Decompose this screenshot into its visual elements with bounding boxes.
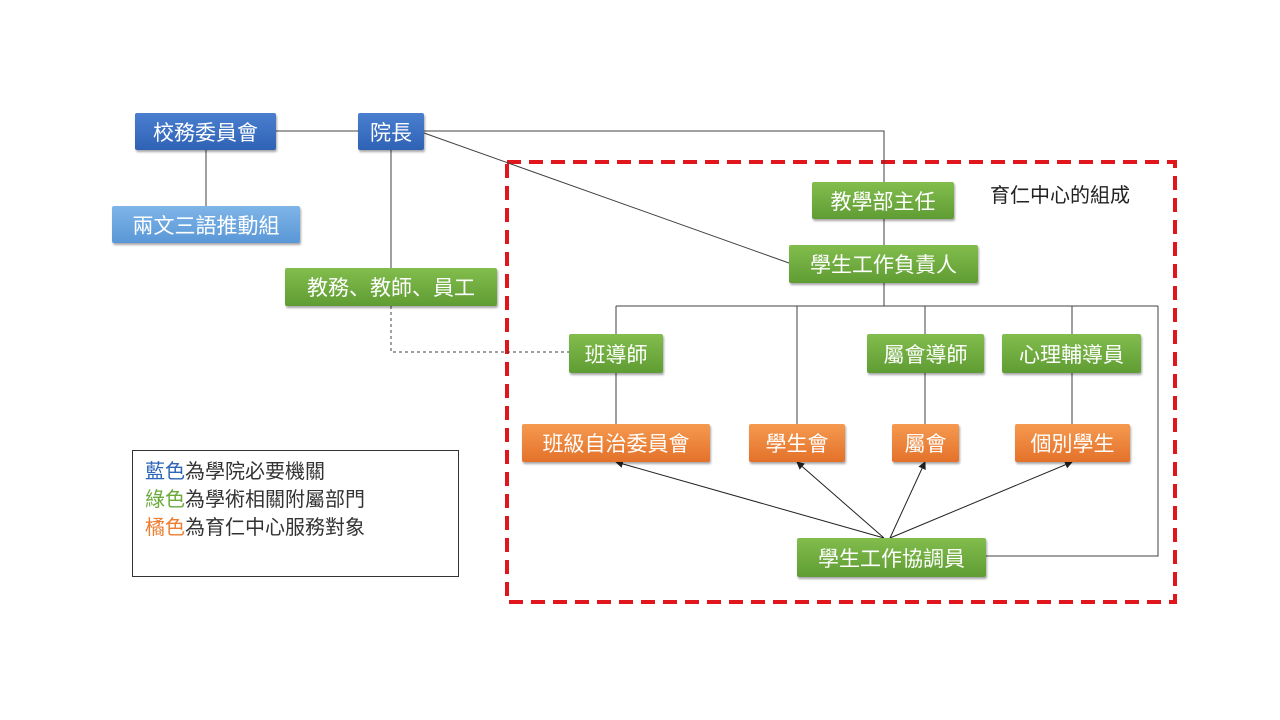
legend-text: 為學術相關附屬部門 [185, 487, 365, 511]
legend-text: 為學院必要機關 [185, 459, 325, 483]
node-class-committee: 班級自治委員會 [522, 424, 710, 462]
node-academic-head: 教學部主任 [812, 182, 954, 219]
node-counselor: 心理輔導員 [1002, 334, 1141, 373]
legend: 藍色為學院必要機關 綠色為學術相關附屬部門 橘色為育仁中心服務對象 [132, 450, 459, 577]
node-coordinator: 學生工作協調員 [797, 538, 986, 577]
node-individual-students: 個別學生 [1015, 424, 1130, 462]
arrow-to-individual-students [889, 461, 1073, 539]
node-class-teacher: 班導師 [569, 334, 663, 373]
line-dean-student-affairs-head [423, 132, 790, 264]
line-tree-coordinator [986, 306, 1159, 557]
legend-item-blue: 藍色為學院必要機關 [145, 457, 458, 485]
line-dean-academic-head [424, 130, 885, 182]
legend-item-green: 綠色為學術相關附屬部門 [145, 485, 458, 513]
line-staff-class-teacher-dashed [390, 306, 569, 353]
legend-color-word: 綠色 [145, 487, 185, 511]
node-bilingual-group: 兩文三語推動組 [112, 206, 300, 243]
legend-color-word: 藍色 [145, 459, 185, 483]
node-student-affairs-head: 學生工作負責人 [789, 245, 978, 283]
node-staff: 教務、教師、員工 [285, 268, 497, 306]
arrow-to-student-union [796, 461, 885, 539]
legend-item-orange: 橘色為育仁中心服務對象 [145, 513, 458, 541]
node-dean: 院長 [358, 113, 424, 150]
node-society-tutor: 屬會導師 [867, 334, 984, 373]
arrow-to-society [889, 461, 926, 539]
node-school-council: 校務委員會 [135, 113, 276, 150]
frame-title: 育仁中心的組成 [990, 183, 1130, 207]
node-student-union: 學生會 [749, 424, 845, 462]
legend-color-word: 橘色 [145, 515, 185, 539]
node-society: 屬會 [892, 424, 959, 462]
yuren-center-frame [505, 160, 1177, 604]
arrow-to-class-committee [615, 460, 885, 539]
legend-text: 為育仁中心服務對象 [185, 515, 365, 539]
